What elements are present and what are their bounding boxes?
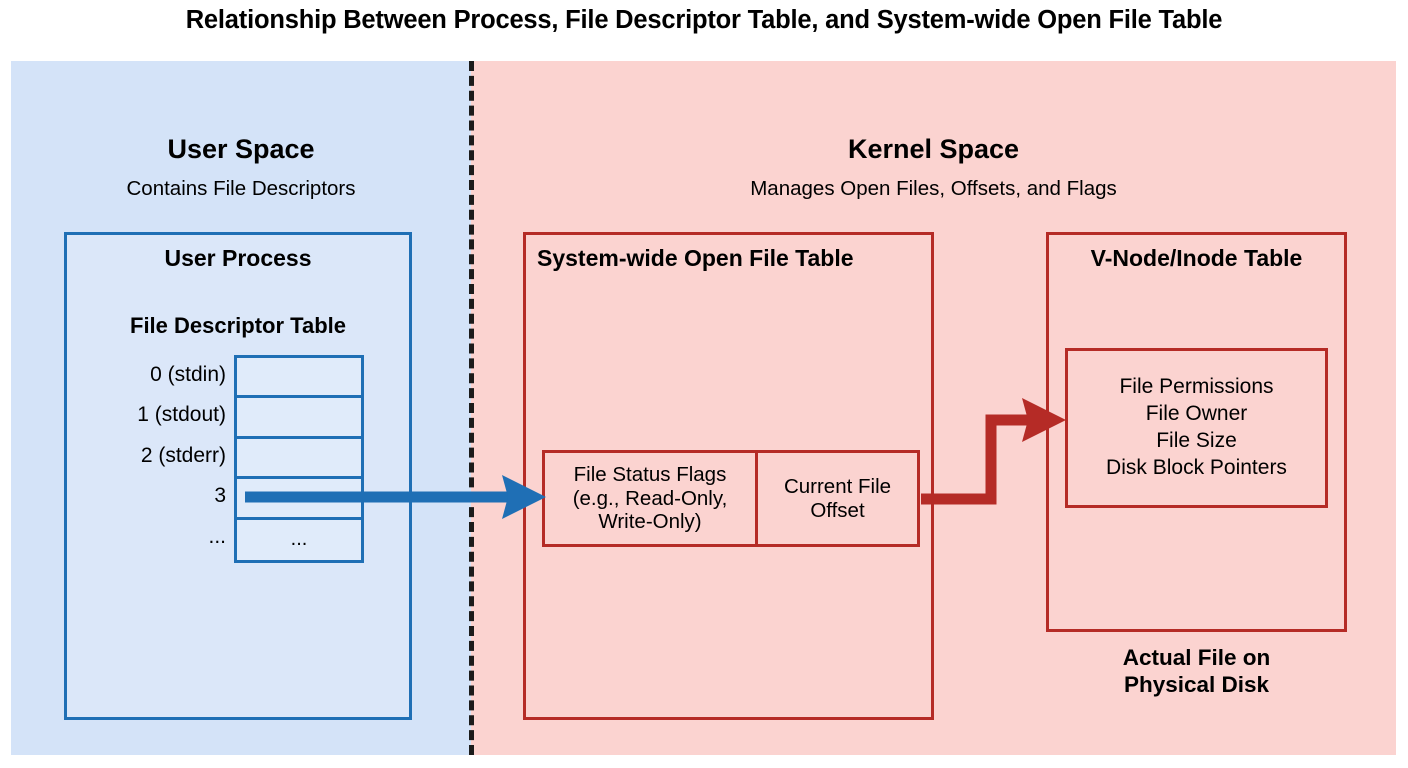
- fd-table-cell-3[interactable]: [237, 479, 361, 520]
- kernel-space-subtitle: Manages Open Files, Offsets, and Flags: [750, 177, 1117, 200]
- current-file-offset-line-1: Offset: [810, 498, 865, 522]
- user-space-subtitle: Contains File Descriptors: [126, 177, 356, 200]
- vnode-field-3: Disk Block Pointers: [1106, 455, 1287, 479]
- vnode-field-0: File Permissions: [1119, 375, 1274, 399]
- fd-row-label-2: 2 (stderr): [140, 443, 226, 467]
- disk-caption-line-1: Physical Disk: [1123, 672, 1270, 697]
- disk-caption-line-0: Actual File on: [1122, 645, 1271, 670]
- file-descriptor-table: ...: [234, 355, 364, 563]
- fd-table-cell-0[interactable]: [237, 358, 361, 399]
- fd-row-label-3: 3: [214, 484, 226, 508]
- file-status-flags-line-2: Write-Only): [598, 510, 702, 534]
- vnode-field-1: File Owner: [1145, 402, 1248, 426]
- system-wide-open-file-table-title: System-wide Open File Table: [537, 245, 854, 271]
- user-process-box: [64, 232, 412, 720]
- fd-row-label-1: 1 (stdout): [137, 403, 226, 427]
- vnode-entry[interactable]: File Permissions File Owner File Size Di…: [1065, 348, 1328, 508]
- page-title: Relationship Between Process, File Descr…: [185, 6, 1223, 34]
- vnode-inode-table-title: V-Node/Inode Table: [1090, 245, 1303, 271]
- file-descriptor-table-title: File Descriptor Table: [130, 313, 346, 338]
- actual-file-on-physical-disk-caption: Actual File on Physical Disk: [1046, 644, 1347, 698]
- user-space-title: User Space: [167, 134, 315, 164]
- file-status-flags-line-1: (e.g., Read-Only,: [572, 486, 728, 510]
- file-status-flags-cell[interactable]: File Status Flags (e.g., Read-Only, Writ…: [545, 453, 758, 544]
- user-kernel-divider: [469, 61, 474, 755]
- user-process-title: User Process: [164, 245, 312, 271]
- user-space-panel: [11, 61, 471, 755]
- fd-row-label-4: ...: [208, 524, 226, 548]
- file-status-flags-line-0: File Status Flags: [573, 462, 727, 486]
- vnode-field-2: File Size: [1156, 429, 1237, 452]
- fd-row-label-0: 0 (stdin): [150, 363, 226, 386]
- current-file-offset-cell[interactable]: Current File Offset: [758, 453, 917, 544]
- current-file-offset-line-0: Current File: [783, 474, 892, 498]
- fd-table-cell-1[interactable]: [237, 398, 361, 439]
- fd-table-cell-4[interactable]: ...: [290, 528, 308, 551]
- fd-table-cell-2[interactable]: [237, 439, 361, 480]
- kernel-space-title: Kernel Space: [847, 134, 1020, 164]
- open-file-table-entry: File Status Flags (e.g., Read-Only, Writ…: [542, 450, 920, 547]
